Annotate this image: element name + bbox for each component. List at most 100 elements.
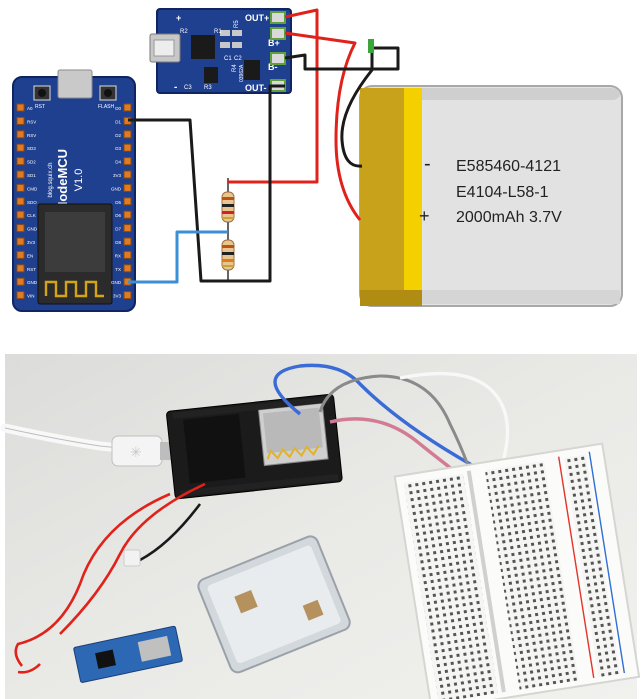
resistor-top <box>221 178 235 232</box>
breadboard-photo: ✳ <box>0 354 641 699</box>
right-pin-label: D4 <box>115 160 121 165</box>
left-pin-pad <box>16 116 25 125</box>
pin-in-plus-label: + <box>176 13 181 23</box>
lipo-battery: - + E585460-4121 E4104-L58-1 2000mAh 3.7… <box>359 85 623 307</box>
right-pin-label: D3 <box>115 146 121 151</box>
left-pin-pad <box>16 197 25 206</box>
label-r3: R3 <box>204 85 212 91</box>
pad-b-plus <box>270 27 286 40</box>
battery-gold-band <box>360 88 404 306</box>
right-pin-label: D2 <box>115 133 121 138</box>
right-pin-label: D1 <box>115 119 121 124</box>
photo-wire-red-long <box>14 492 171 667</box>
label-c3: C3 <box>184 85 192 91</box>
label-r5: R5 <box>234 20 240 28</box>
left-pin-pad <box>16 264 25 273</box>
green-connector <box>368 39 374 53</box>
label-c1: C1 <box>224 56 232 62</box>
left-pin-label: RST <box>27 267 36 272</box>
right-pin-pad <box>123 250 132 259</box>
left-pin-pad <box>16 224 25 233</box>
circuit-schematic: RST FLASH NodeMCU V1.0 blog.squix.ch A0R… <box>12 8 623 312</box>
label-r4: R4 <box>232 64 238 72</box>
right-pin-label: 3V3 <box>113 173 122 178</box>
right-pin-pad <box>123 237 132 246</box>
wire-blue-a0 <box>128 230 228 284</box>
wire-black-b-minus <box>284 46 400 168</box>
photo-lipo-battery <box>197 535 351 674</box>
label-chip-code: 03962A <box>239 64 245 82</box>
battery-line-3: 2000mAh 3.7V <box>456 209 562 226</box>
left-pin-label: GND <box>27 227 38 232</box>
rst-label: RST <box>35 104 45 110</box>
right-pin-label: D0 <box>115 106 121 111</box>
battery-plus-sign: + <box>419 206 430 226</box>
left-pin-label: CLK <box>27 213 36 218</box>
left-pin-label: SDO <box>27 200 37 205</box>
right-pin-pad <box>123 170 132 179</box>
right-pin-pad <box>123 291 132 300</box>
pin-in-minus-label: - <box>174 82 177 93</box>
left-pin-label: CMD <box>27 186 38 191</box>
resistor-bottom <box>221 232 235 281</box>
usb-connector <box>57 69 93 99</box>
right-pin-label: RX <box>115 253 121 258</box>
right-pin-label: 3V3 <box>113 294 122 299</box>
label-r1: R1 <box>214 29 222 35</box>
wire-red-b-plus <box>284 31 362 221</box>
right-pin-label: TX <box>115 267 121 272</box>
left-pin-pad <box>16 183 25 192</box>
wire-black-out-minus <box>128 84 285 283</box>
photo-nodemcu <box>166 393 343 500</box>
right-pin-pad <box>123 143 132 152</box>
left-pin-label: RSV <box>27 133 36 138</box>
left-pin-label: RSV <box>27 119 36 124</box>
protection-ic <box>244 60 260 80</box>
left-pin-label: VIN <box>27 294 35 299</box>
right-pin-pad <box>123 264 132 273</box>
nodemcu-title: NodeMCU <box>55 149 70 211</box>
pin-out-minus-label: OUT- <box>245 83 267 93</box>
pin-out-plus-label: OUT+ <box>245 13 269 23</box>
right-pin-pad <box>123 224 132 233</box>
battery-line-1: E585460-4121 <box>456 158 561 175</box>
left-pin-label: GND <box>27 280 38 285</box>
left-pin-pad <box>16 157 25 166</box>
charger-ic <box>191 35 215 59</box>
left-pin-pad <box>16 237 25 246</box>
right-pin-pad <box>123 210 132 219</box>
right-pin-label: D5 <box>115 200 121 205</box>
left-pin-pad <box>16 103 25 112</box>
photo-breadboard <box>393 442 641 699</box>
flash-label: FLASH <box>98 104 115 110</box>
charger-board: + - R2 R1 R5 R4 C1 C2 C3 R3 03962A OUT+ … <box>149 8 292 94</box>
pad-out-plus <box>270 11 286 24</box>
label-r2: R2 <box>180 29 188 35</box>
left-pin-pad <box>16 210 25 219</box>
left-pin-pad <box>16 250 25 259</box>
left-pin-pad <box>16 143 25 152</box>
right-pin-pad <box>123 103 132 112</box>
right-pin-pad <box>123 157 132 166</box>
left-pin-label: A0 <box>27 106 33 111</box>
left-pin-label: SD1 <box>27 173 36 178</box>
battery-line-2: E4104-L58-1 <box>456 184 549 201</box>
photo-charger <box>73 625 183 683</box>
pin-b-plus-label: B+ <box>268 38 280 48</box>
nodemcu-board: RST FLASH NodeMCU V1.0 blog.squix.ch A0R… <box>12 69 136 312</box>
left-pin-pad <box>16 170 25 179</box>
right-pin-label: GND <box>111 186 122 191</box>
pin-b-minus-label: B- <box>268 62 278 72</box>
right-pin-pad <box>123 197 132 206</box>
pad-b-minus <box>270 52 286 65</box>
wire-red-out-plus <box>228 8 319 184</box>
left-pin-label: EN <box>27 253 33 258</box>
label-c2: C2 <box>234 56 242 62</box>
left-pin-label: 3V3 <box>27 240 36 245</box>
right-pin-label: D8 <box>115 240 121 245</box>
left-pin-label: SD2 <box>27 160 36 165</box>
nodemcu-version: V1.0 <box>73 169 85 192</box>
photo-wire-white <box>399 371 510 485</box>
antenna-trace <box>44 280 104 298</box>
